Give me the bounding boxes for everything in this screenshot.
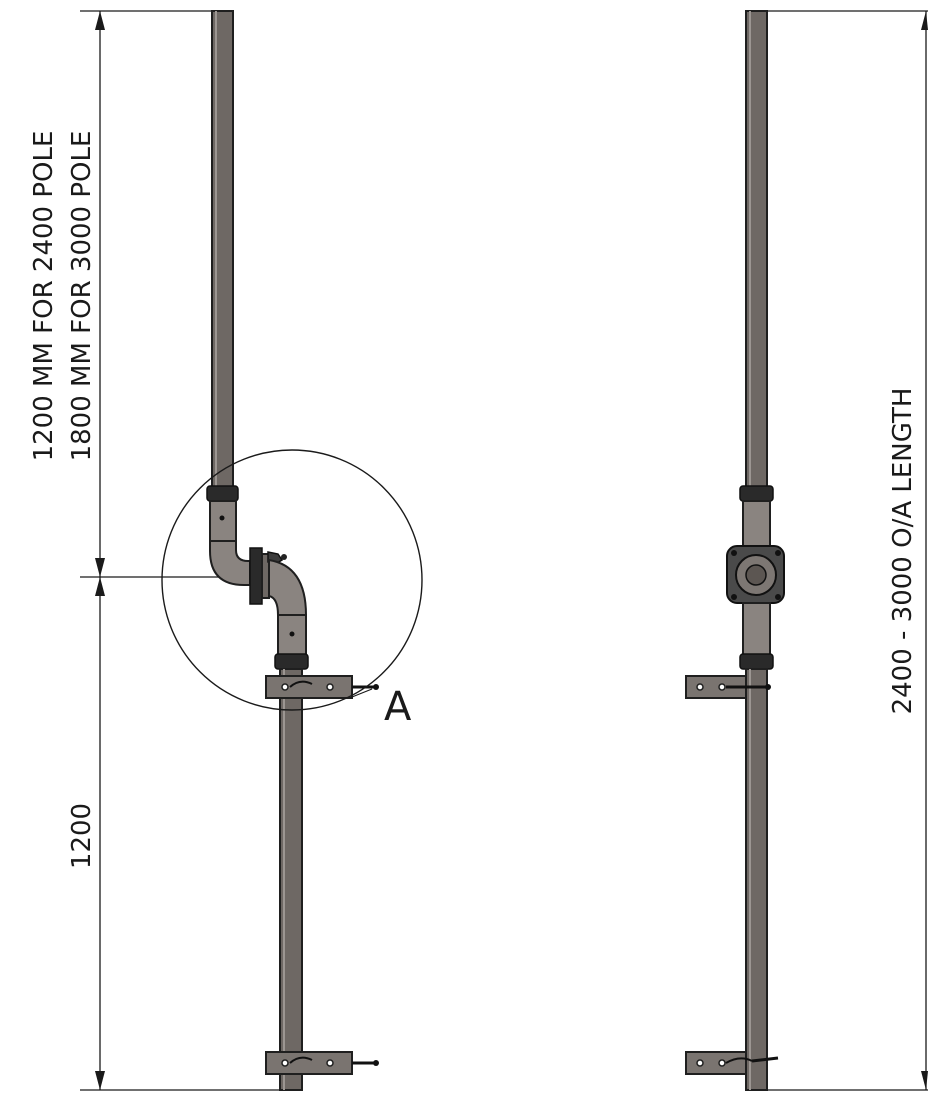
detail-circle: [161, 449, 423, 711]
upper-dim-line1: 1200 MM FOR 2400 POLE: [29, 131, 59, 462]
overall-dimension-label: 2400 - 3000 O/A LENGTH: [888, 388, 918, 715]
right-pole-view: [685, 10, 785, 1091]
detail-leader: [351, 688, 373, 698]
upper-dimension-label: 1200 MM FOR 2400 POLE 1800 MM FOR 3000 P…: [29, 131, 97, 462]
overall-dimension-lines: [767, 10, 928, 1091]
left-pole-view: [206, 10, 379, 1091]
detail-label: A: [384, 684, 412, 730]
upper-dim-line2: 1800 MM FOR 3000 POLE: [67, 131, 97, 462]
left-dimension-lines: [80, 10, 290, 1091]
lower-dimension-label: 1200: [67, 803, 97, 869]
